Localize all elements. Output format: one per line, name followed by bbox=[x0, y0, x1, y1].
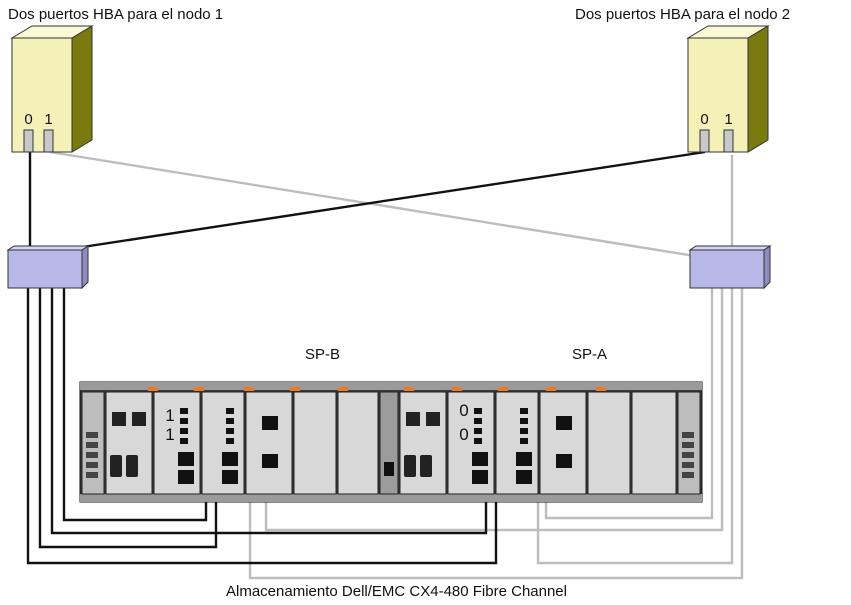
sp-b-label: SP-B bbox=[305, 346, 341, 363]
sp-b-port-label-1: 1 bbox=[165, 406, 174, 425]
server-node-1: 0 1 bbox=[10, 25, 94, 153]
cable-node1-port1-to-switch-right bbox=[49, 150, 733, 264]
node1-hba-port-1 bbox=[43, 129, 54, 153]
node2-hba-port-1 bbox=[723, 129, 734, 153]
sp-a-io-module-3 bbox=[539, 391, 587, 495]
sp-b-management-module bbox=[105, 391, 153, 495]
node2-caption: Dos puertos HBA para el nodo 2 bbox=[575, 6, 791, 23]
node1-port-0-label: 0 bbox=[24, 111, 32, 128]
cable-node2-port0-to-switch-left bbox=[49, 150, 706, 254]
sp-a-blank-2 bbox=[631, 391, 677, 495]
storage-caption: Almacenamiento Dell/EMC CX4-480 Fibre Ch… bbox=[226, 583, 567, 600]
server-node-2: 0 1 bbox=[686, 25, 770, 153]
sp-a-port-label-2: 0 bbox=[459, 425, 468, 444]
node2-port-1-label: 1 bbox=[724, 111, 732, 128]
sp-b-blank-2 bbox=[337, 391, 379, 495]
cables bbox=[26, 150, 744, 580]
sp-b-port-label-2: 1 bbox=[165, 425, 174, 444]
sp-a-blank-1 bbox=[587, 391, 631, 495]
cable-switch-right-d bbox=[248, 288, 744, 580]
sp-a-management-module bbox=[399, 391, 447, 495]
node1-caption: Dos puertos HBA para el nodo 1 bbox=[8, 6, 224, 23]
node1-port-1-label: 1 bbox=[44, 111, 52, 128]
node2-hba-port-0 bbox=[699, 129, 710, 153]
switch-left bbox=[6, 245, 90, 290]
switch-right bbox=[688, 245, 772, 290]
node1-hba-port-0 bbox=[23, 129, 34, 153]
sp-a-port-label-1: 0 bbox=[459, 401, 468, 420]
sp-b-io-module-3 bbox=[245, 391, 293, 495]
center-divider bbox=[379, 391, 399, 495]
storage-array: 1 1 0 0 bbox=[79, 381, 703, 503]
sp-a-label: SP-A bbox=[572, 346, 608, 363]
sp-b-blank-1 bbox=[293, 391, 337, 495]
node2-port-0-label: 0 bbox=[700, 111, 708, 128]
